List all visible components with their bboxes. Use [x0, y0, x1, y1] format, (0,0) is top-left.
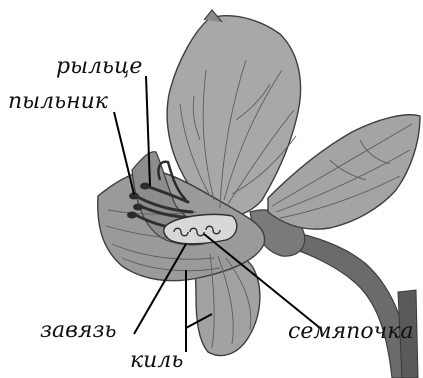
label-ovule: семяпочка: [288, 321, 414, 343]
label-keel: киль: [130, 350, 183, 372]
label-anther: пыльник: [8, 91, 108, 113]
label-stigma: рыльце: [56, 56, 142, 78]
label-ovary: завязь: [40, 320, 116, 342]
